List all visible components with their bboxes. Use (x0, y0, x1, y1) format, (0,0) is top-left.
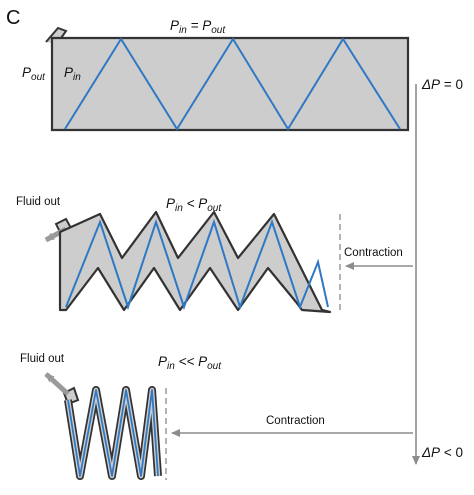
channel-body (58, 210, 332, 314)
stage-contracted: Fluid out Pin << Pout Contraction (20, 353, 413, 480)
fluid-out-arrow (44, 372, 70, 396)
channel-body (50, 36, 410, 132)
panel-label: C (6, 7, 20, 29)
p-out-label: Pout (22, 65, 46, 83)
contraction-label: Contraction (266, 415, 325, 427)
contraction-label: Contraction (344, 247, 403, 259)
fiber-zigzag (64, 37, 401, 131)
pressure-equation: Pin < Pout (166, 196, 222, 214)
delta-p-axis: ΔP = 0 ΔP < 0 (412, 77, 463, 465)
stage-relaxed: Pin = Pout Pout Pin (22, 18, 410, 132)
pressure-equation: Pin << Pout (158, 354, 222, 372)
delta-p-top-label: ΔP = 0 (421, 77, 463, 92)
fiber-zigzag (65, 218, 329, 311)
fluid-out-label: Fluid out (16, 196, 61, 208)
pressure-equation: Pin = Pout (170, 18, 226, 36)
delta-p-bottom-label: ΔP < 0 (421, 445, 463, 460)
fiber-zigzag (67, 389, 159, 477)
stage-contracting: Fluid out Pin < Pout Contraction (16, 196, 413, 314)
p-in-label: Pin (64, 65, 81, 83)
fluid-out-label: Fluid out (20, 353, 65, 365)
